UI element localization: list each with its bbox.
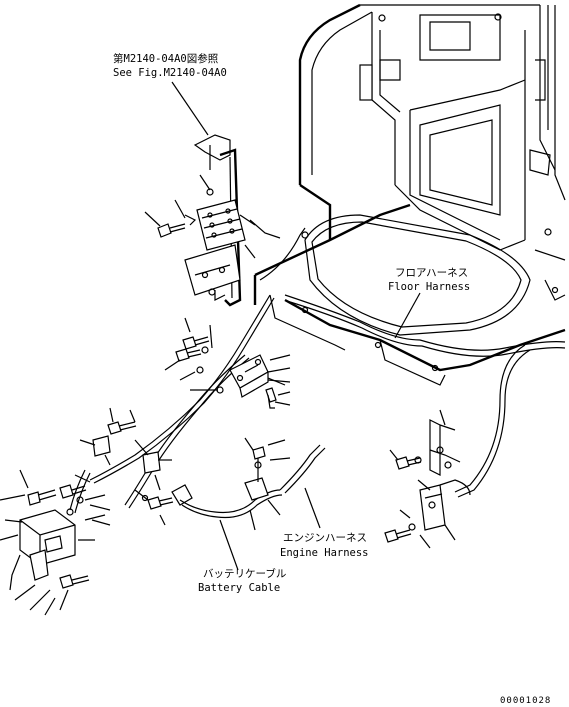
battery-cable [171, 437, 326, 531]
bracket-column [184, 134, 242, 307]
bolts-left [79, 407, 137, 466]
drawing-code: 00001028 [500, 696, 551, 706]
floor-harness-en-label: Floor Harness [388, 281, 470, 293]
engine-harness-jp-label: エンジンハーネス [283, 532, 367, 544]
see-fig-en-label: See Fig.M2140-04A0 [113, 67, 227, 79]
floor-harness [259, 227, 566, 498]
battery-cable-jp-label: バッテリケーブル [203, 567, 286, 580]
battery-wiring [89, 294, 275, 509]
floor-harness-jp-label: フロアハーネス [395, 267, 468, 279]
battery-cable-en-label: Battery Cable [198, 582, 280, 594]
engine-harness-en-label: Engine Harness [280, 547, 369, 559]
bolts-middle [164, 317, 291, 409]
see-fig-jp-label: 第M2140-04A0図参照 [113, 52, 219, 65]
label-leaders [171, 81, 421, 571]
connector-block [196, 199, 281, 259]
cab-structure [298, 3, 566, 251]
clamp-middle [134, 439, 172, 491]
bolt-upper-left [144, 211, 186, 238]
right-bracket [384, 409, 471, 549]
part-leaders-upper [174, 174, 214, 226]
bolts-lower-center [134, 489, 174, 526]
relay-block-middle [229, 354, 291, 398]
battery-terminal-assembly [0, 469, 111, 616]
